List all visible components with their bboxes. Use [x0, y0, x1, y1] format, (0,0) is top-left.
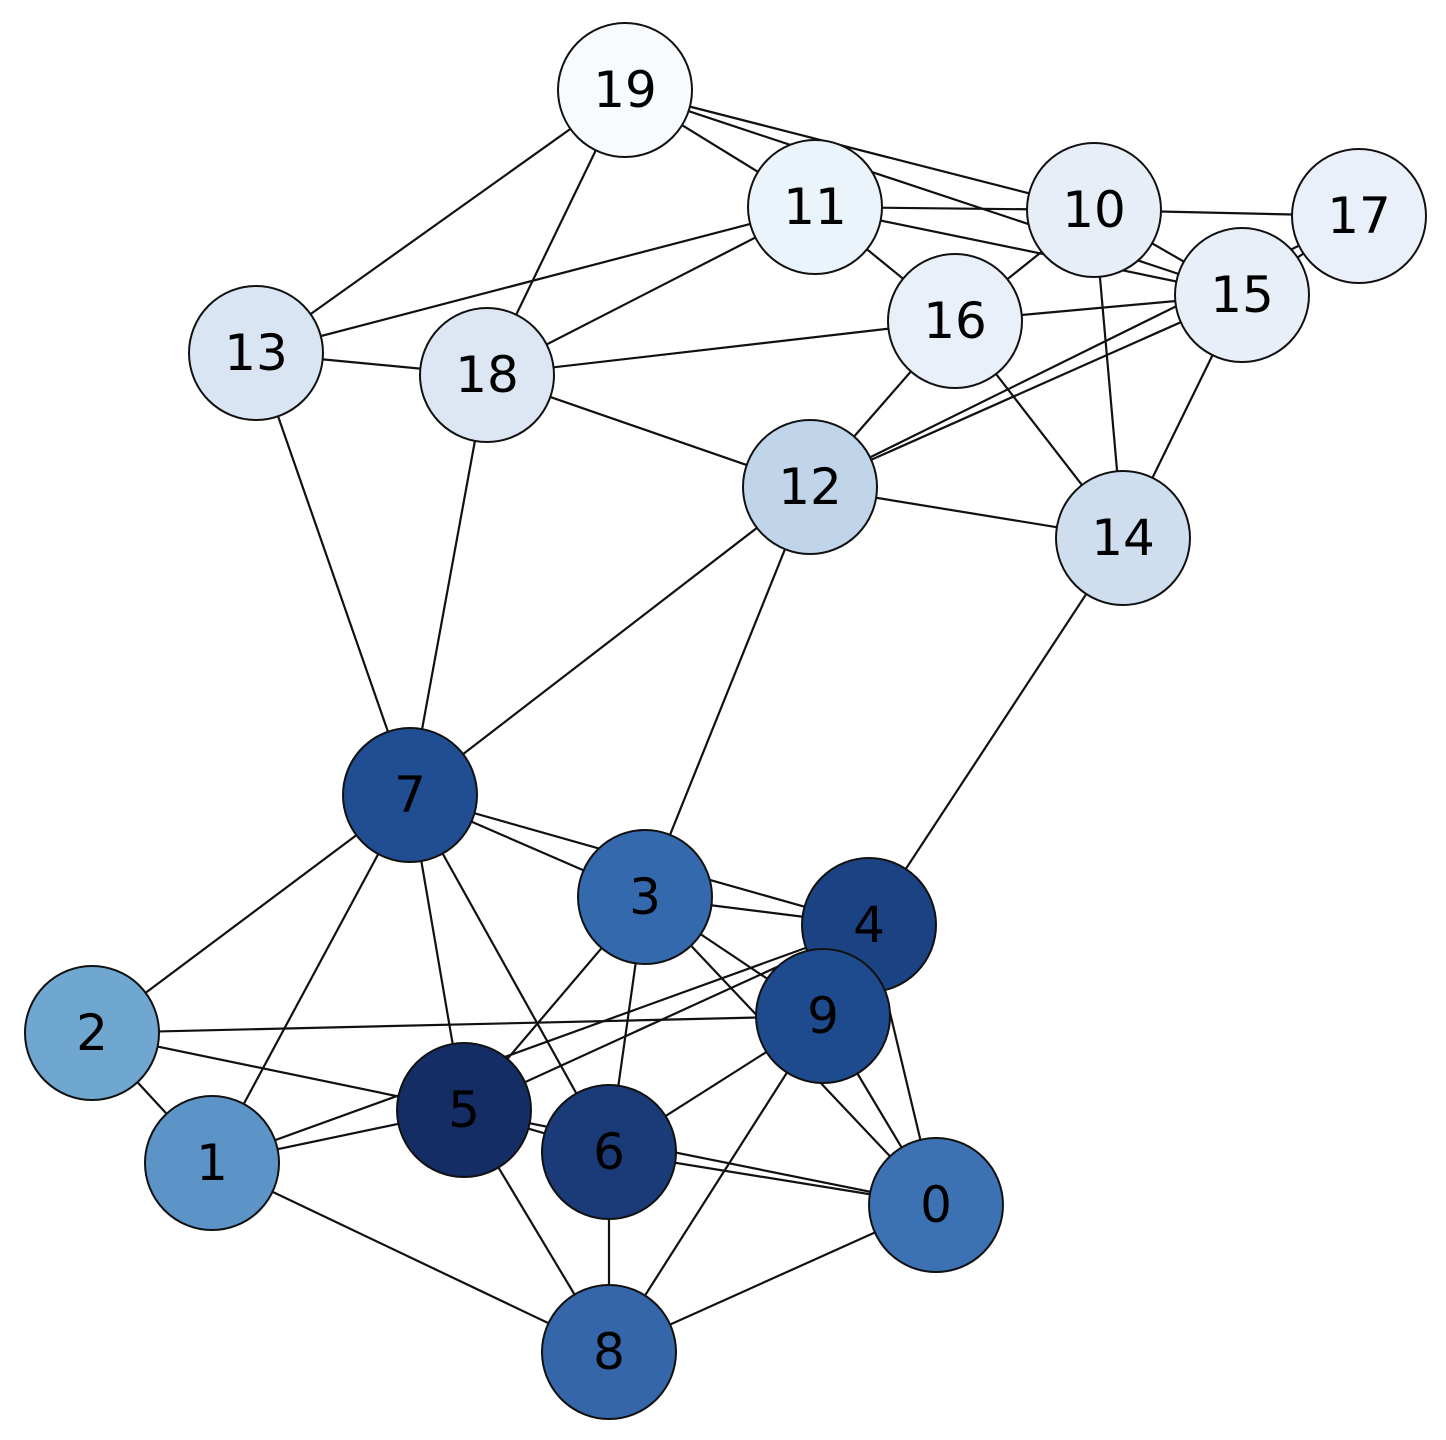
- edge-12-7: [409, 486, 811, 796]
- node-circle-14: [1055, 470, 1191, 606]
- node-circle-17: [1291, 148, 1427, 284]
- edge-9-2: [91, 1014, 824, 1035]
- node-13: 13: [188, 285, 324, 421]
- node-6: 6: [541, 1084, 677, 1220]
- node-label-12: 12: [778, 458, 842, 516]
- node-0: 0: [868, 1137, 1004, 1273]
- edge-13-11: [255, 205, 816, 355]
- node-17: 17: [1291, 148, 1427, 284]
- node-19: 19: [557, 22, 693, 158]
- node-circle-19: [557, 22, 693, 158]
- edge-1-8: [211, 1162, 610, 1353]
- node-label-9: 9: [807, 987, 839, 1045]
- node-12: 12: [742, 419, 878, 555]
- node-label-7: 7: [394, 766, 426, 824]
- node-circle-15: [1174, 227, 1310, 363]
- node-8: 8: [541, 1284, 677, 1420]
- node-3: 3: [577, 829, 713, 965]
- node-label-1: 1: [196, 1134, 228, 1192]
- node-16: 16: [887, 253, 1023, 389]
- node-label-0: 0: [920, 1176, 952, 1234]
- node-5: 5: [396, 1042, 532, 1178]
- node-circle-0: [868, 1137, 1004, 1273]
- edge-19-15: [624, 88, 1243, 297]
- node-circle-9: [755, 948, 891, 1084]
- node-circle-5: [396, 1042, 532, 1178]
- node-label-13: 13: [224, 324, 288, 382]
- node-label-18: 18: [455, 346, 519, 404]
- node-circle-12: [742, 419, 878, 555]
- edge-15-12: [809, 293, 1243, 489]
- node-label-15: 15: [1210, 266, 1274, 324]
- edge-4-1: [211, 923, 870, 1165]
- node-label-19: 19: [593, 61, 657, 119]
- edge-5-0: [463, 1108, 937, 1207]
- node-label-3: 3: [629, 868, 661, 926]
- edge-14-4: [868, 537, 1124, 926]
- node-label-2: 2: [76, 1004, 108, 1062]
- node-circle-3: [577, 829, 713, 965]
- node-label-17: 17: [1327, 187, 1391, 245]
- edge-18-16: [486, 319, 956, 377]
- edge-7-1: [211, 794, 411, 1164]
- edge-19-10: [624, 88, 1095, 212]
- node-circle-2: [24, 965, 160, 1101]
- node-label-4: 4: [853, 896, 885, 954]
- node-circle-8: [541, 1284, 677, 1420]
- node-14: 14: [1055, 470, 1191, 606]
- node-circle-10: [1026, 142, 1162, 278]
- node-9: 9: [755, 948, 891, 1084]
- node-1: 1: [144, 1095, 280, 1231]
- node-circle-7: [342, 727, 478, 863]
- node-circle-6: [541, 1084, 677, 1220]
- node-11: 11: [747, 139, 883, 275]
- edge-13-7: [254, 352, 412, 796]
- node-label-8: 8: [593, 1323, 625, 1381]
- edges-layer: [91, 88, 1360, 1354]
- edge-19-13: [255, 89, 626, 354]
- node-label-16: 16: [923, 292, 987, 350]
- node-2: 2: [24, 965, 160, 1101]
- node-label-11: 11: [783, 178, 847, 236]
- node-circle-18: [419, 307, 555, 443]
- node-7: 7: [342, 727, 478, 863]
- node-15: 15: [1174, 227, 1310, 363]
- node-label-5: 5: [448, 1081, 480, 1139]
- node-circle-11: [747, 139, 883, 275]
- edge-11-15: [814, 205, 1243, 297]
- node-label-14: 14: [1091, 509, 1155, 567]
- edge-12-3: [643, 486, 812, 898]
- node-circle-16: [887, 253, 1023, 389]
- node-label-10: 10: [1062, 181, 1126, 239]
- node-circle-13: [188, 285, 324, 421]
- node-label-6: 6: [593, 1123, 625, 1181]
- edge-7-6: [409, 794, 610, 1153]
- node-10: 10: [1026, 142, 1162, 278]
- node-circle-1: [144, 1095, 280, 1231]
- edge-18-7: [408, 374, 489, 796]
- node-18: 18: [419, 307, 555, 443]
